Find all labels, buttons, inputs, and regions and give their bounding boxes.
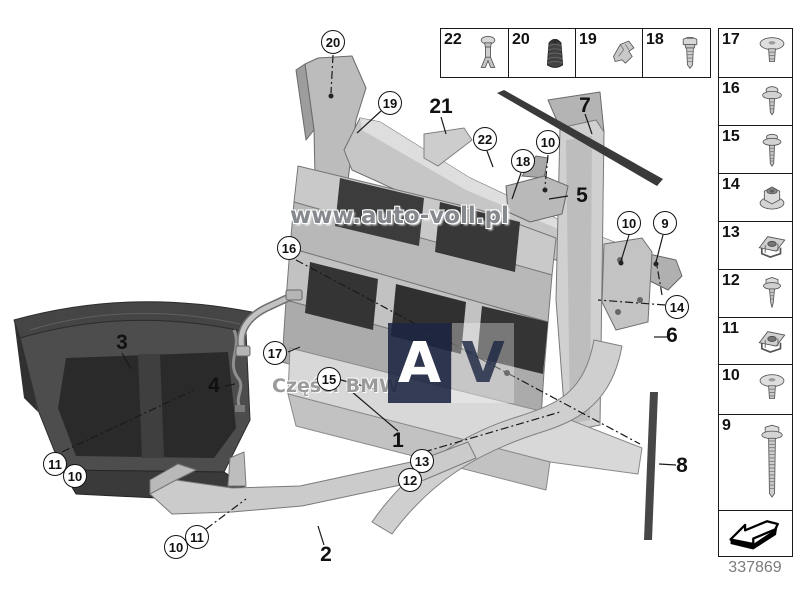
part-4-cable (231, 329, 245, 412)
legend-number: 14 (722, 176, 740, 193)
callout-circle-10-left[interactable]: 10 (63, 464, 87, 488)
watermark-url: www.auto-voll.pl (290, 203, 509, 229)
watermark-logo-v: V (452, 323, 514, 403)
callout-label-21[interactable]: 21 (429, 95, 453, 118)
self-tapping-screw-icon (755, 274, 789, 314)
part-21-strip (423, 127, 473, 167)
callout-label-6[interactable]: 6 (666, 324, 678, 347)
long-hex-bolt-icon (755, 419, 789, 507)
callout-label-7[interactable]: 7 (579, 94, 591, 117)
part-6-bracket (601, 237, 653, 331)
flat-head-screw-icon (755, 370, 789, 410)
flange-nut-icon (755, 178, 789, 218)
legend-cell-9[interactable]: 9 (718, 414, 793, 511)
callout-circle-17[interactable]: 17 (263, 341, 287, 365)
callout-circle-18[interactable]: 18 (511, 149, 535, 173)
retaining-clip-icon (605, 33, 639, 73)
callout-label-8[interactable]: 8 (676, 454, 688, 477)
rubber-buffer-icon (538, 33, 572, 73)
part-17-strap-bracket (235, 289, 303, 357)
legend-cell-12[interactable]: 12 (718, 269, 793, 318)
washer-screw-long-icon (755, 130, 789, 170)
legend-cell-18[interactable]: 18 (642, 28, 711, 78)
part-3-air-duct (13, 301, 253, 501)
callout-circle-10-top[interactable]: 10 (536, 130, 560, 154)
legend-number: 19 (579, 31, 597, 48)
callout-circle-16[interactable]: 16 (277, 236, 301, 260)
direction-arrow-icon (725, 514, 787, 554)
callout-label-1[interactable]: 1 (392, 429, 404, 452)
callout-circle-22[interactable]: 22 (473, 127, 497, 151)
legend-cell-20[interactable]: 20 (508, 28, 576, 78)
expansion-rivet-icon (471, 33, 505, 73)
part-2-lower-carrier (149, 441, 477, 515)
part-7-seal-strip (497, 90, 663, 186)
legend-number: 12 (722, 272, 740, 289)
callout-circle-19[interactable]: 19 (378, 91, 402, 115)
legend-number: 11 (722, 320, 739, 337)
legend-cell-19[interactable]: 19 (575, 28, 643, 78)
callout-circle-15[interactable]: 15 (317, 367, 341, 391)
legend-cell-16[interactable]: 16 (718, 77, 793, 126)
legend-number: 16 (722, 80, 740, 97)
legend-number: 20 (512, 31, 530, 48)
legend-cell-11[interactable]: 11 (718, 317, 793, 365)
diagram-part-number: 337869 (728, 559, 782, 576)
legend-number: 10 (722, 367, 740, 384)
watermark-logo-a: A (388, 323, 451, 403)
callout-circle-12[interactable]: 12 (398, 468, 422, 492)
callout-label-5[interactable]: 5 (576, 184, 588, 207)
cage-nut-icon (755, 321, 789, 361)
legend-number: 18 (646, 31, 664, 48)
leader-lines (61, 54, 677, 546)
legend-number: 13 (722, 224, 740, 241)
callout-label-2[interactable]: 2 (320, 543, 332, 566)
washer-screw-icon (755, 82, 789, 122)
cage-nut-icon (755, 226, 789, 266)
flat-head-screw-icon (755, 33, 789, 73)
legend-cell-direction-arrow[interactable] (718, 510, 793, 557)
callout-circle-14[interactable]: 14 (665, 295, 689, 319)
legend-cell-13[interactable]: 13 (718, 221, 793, 270)
legend-number: 9 (722, 417, 731, 434)
legend-cell-17[interactable]: 17 (718, 28, 793, 78)
callout-circle-9[interactable]: 9 (653, 211, 677, 235)
legend-cell-15[interactable]: 15 (718, 125, 793, 174)
legend-cell-14[interactable]: 14 (718, 173, 793, 222)
callout-circle-10-right[interactable]: 10 (617, 211, 641, 235)
part-8-seal-strip (644, 392, 658, 540)
legend-cell-22[interactable]: 22 (440, 28, 509, 78)
legend-number: 15 (722, 128, 740, 145)
legend-number: 17 (722, 31, 740, 48)
callout-label-4[interactable]: 4 (208, 374, 220, 397)
callout-circle-20[interactable]: 20 (321, 30, 345, 54)
legend-number: 22 (444, 31, 462, 48)
callout-circle-11-bottom[interactable]: 11 (185, 525, 209, 549)
legend-cell-10[interactable]: 10 (718, 364, 793, 415)
callout-label-3[interactable]: 3 (116, 331, 128, 354)
pan-head-screw-icon (673, 33, 707, 73)
callout-circle-10-bottom[interactable]: 10 (164, 535, 188, 559)
